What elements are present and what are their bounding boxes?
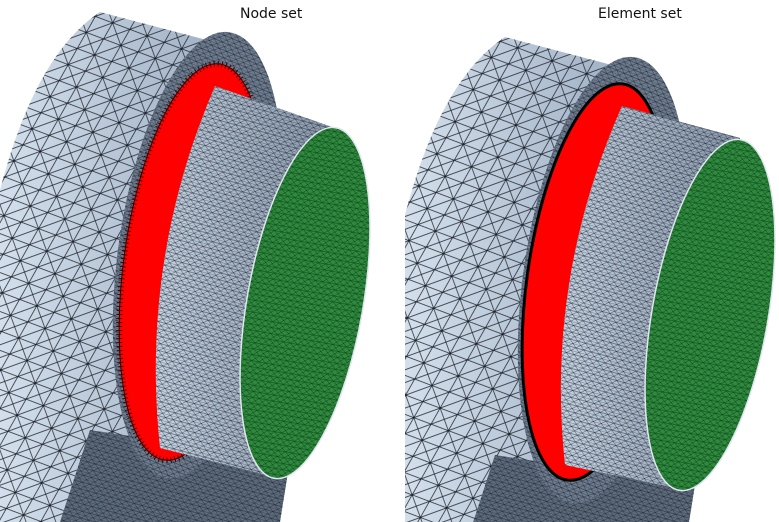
element-set-mesh-view	[405, 37, 776, 522]
panel-title: Element set	[598, 6, 682, 22]
panel-title: Node set	[240, 6, 303, 22]
node-set-panel: Node set	[0, 6, 371, 522]
node-set-mesh-view	[0, 12, 371, 522]
element-set-panel: Element set	[400, 0, 779, 522]
